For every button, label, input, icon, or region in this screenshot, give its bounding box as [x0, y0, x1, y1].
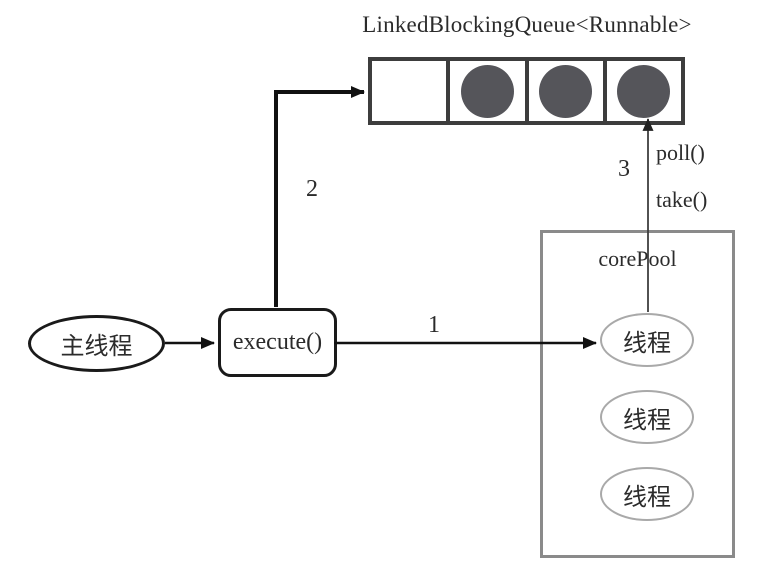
- poll-label: poll(): [656, 140, 705, 165]
- arrow-label-1: 1: [428, 312, 440, 338]
- thread-node: 线程: [600, 467, 694, 521]
- take-label: take(): [656, 187, 708, 212]
- task-circle-icon: [460, 64, 514, 118]
- execute-node: execute(): [218, 308, 337, 377]
- thread-label: 线程: [623, 330, 671, 357]
- thread-node: 线程: [600, 390, 694, 444]
- arrow-label-2: 2: [306, 176, 318, 202]
- core-pool-label: corePool: [598, 246, 677, 271]
- queue-cell: [446, 61, 524, 121]
- thread-label: 线程: [623, 407, 671, 434]
- task-circle-icon: [539, 64, 593, 118]
- queue-cell: [524, 61, 603, 121]
- main-thread-node: 主线程: [28, 315, 165, 372]
- main-thread-label: 主线程: [60, 334, 133, 360]
- queue-cell: [602, 61, 681, 121]
- arrow-execute-to-queue: [274, 86, 365, 307]
- queue-cell: [372, 61, 446, 121]
- thread-label: 线程: [623, 484, 671, 511]
- arrow-label-3: 3: [618, 156, 630, 182]
- execute-label: execute(): [232, 329, 323, 355]
- blocking-queue: [368, 57, 685, 125]
- queue-title: LinkedBlockingQueue<Runnable>: [362, 12, 692, 37]
- task-circle-icon: [617, 64, 671, 118]
- thread-node: 线程: [600, 313, 694, 367]
